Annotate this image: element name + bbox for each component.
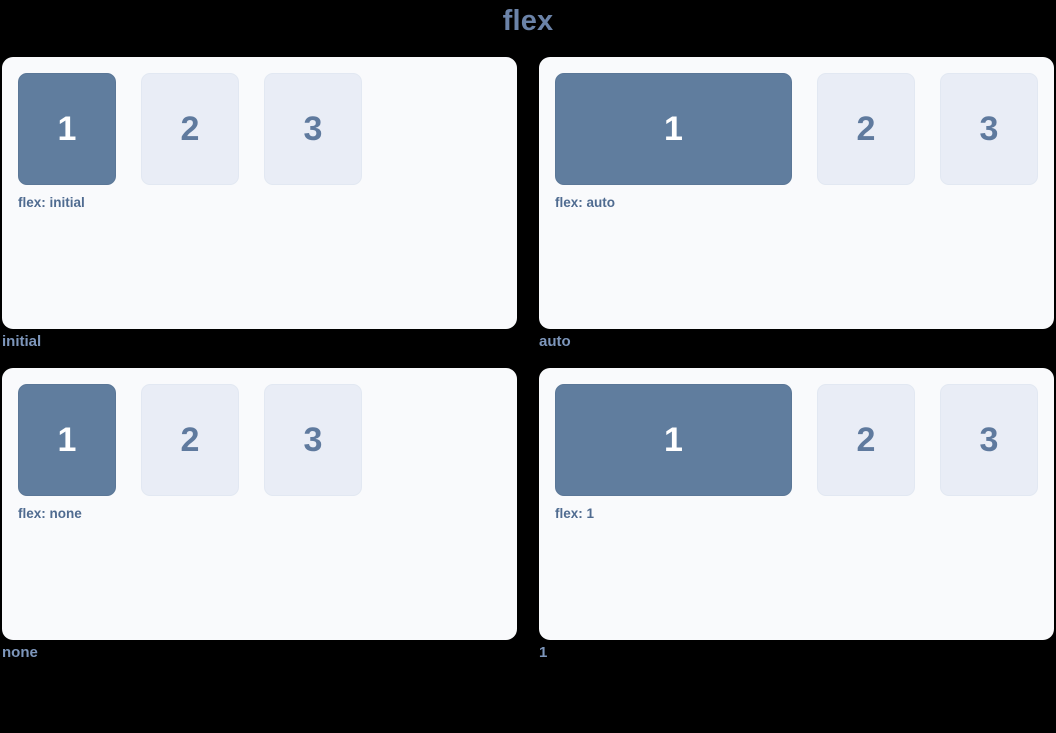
flex-item-2: 2 bbox=[141, 73, 239, 185]
demo-card-inner: 1 2 3 flex: auto bbox=[555, 73, 1038, 329]
demo-caption-none: none bbox=[2, 644, 38, 661]
flex-item-1: 1 bbox=[555, 384, 792, 496]
demo-card-auto: 1 2 3 flex: auto bbox=[539, 57, 1054, 329]
demo-card-initial: 1 2 3 flex: initial bbox=[2, 57, 517, 329]
demo-card-inner: 1 2 3 flex: none bbox=[18, 384, 501, 640]
flex-item-2: 2 bbox=[817, 73, 915, 185]
flex-item-3: 3 bbox=[264, 73, 362, 185]
demo-cell-auto: 1 2 3 flex: auto auto bbox=[539, 57, 1054, 352]
flex-item-1: 1 bbox=[18, 73, 116, 185]
demo-caption-one: 1 bbox=[539, 644, 548, 661]
flex-item-3: 3 bbox=[940, 73, 1038, 185]
flex-item-1: 1 bbox=[555, 73, 792, 185]
demo-caption-initial: initial bbox=[2, 333, 42, 350]
demo-card-inner: 1 2 3 flex: 1 bbox=[555, 384, 1038, 640]
page-title: flex bbox=[502, 5, 554, 37]
flex-item-1: 1 bbox=[18, 384, 116, 496]
demo-grid: 1 2 3 flex: initial initial 1 2 3 bbox=[2, 57, 1054, 663]
demo-cell-none: 1 2 3 flex: none none bbox=[2, 368, 517, 663]
flex-container-auto: 1 2 3 bbox=[555, 73, 1038, 185]
property-label: flex: auto bbox=[555, 195, 616, 210]
flex-container-initial: 1 2 3 bbox=[18, 73, 501, 185]
property-label: flex: initial bbox=[18, 195, 85, 210]
flex-item-2: 2 bbox=[141, 384, 239, 496]
flex-item-2: 2 bbox=[817, 384, 915, 496]
demo-card-one: 1 2 3 flex: 1 bbox=[539, 368, 1054, 640]
demo-cell-initial: 1 2 3 flex: initial initial bbox=[2, 57, 517, 352]
demo-cell-one: 1 2 3 flex: 1 1 bbox=[539, 368, 1054, 663]
flex-container-one: 1 2 3 bbox=[555, 384, 1038, 496]
property-label: flex: none bbox=[18, 506, 82, 521]
demo-card-inner: 1 2 3 flex: initial bbox=[18, 73, 501, 329]
property-label: flex: 1 bbox=[555, 506, 595, 521]
demo-card-none: 1 2 3 flex: none bbox=[2, 368, 517, 640]
flex-container-none: 1 2 3 bbox=[18, 384, 501, 496]
demo-caption-auto: auto bbox=[539, 333, 571, 350]
flex-item-3: 3 bbox=[940, 384, 1038, 496]
flex-item-3: 3 bbox=[264, 384, 362, 496]
